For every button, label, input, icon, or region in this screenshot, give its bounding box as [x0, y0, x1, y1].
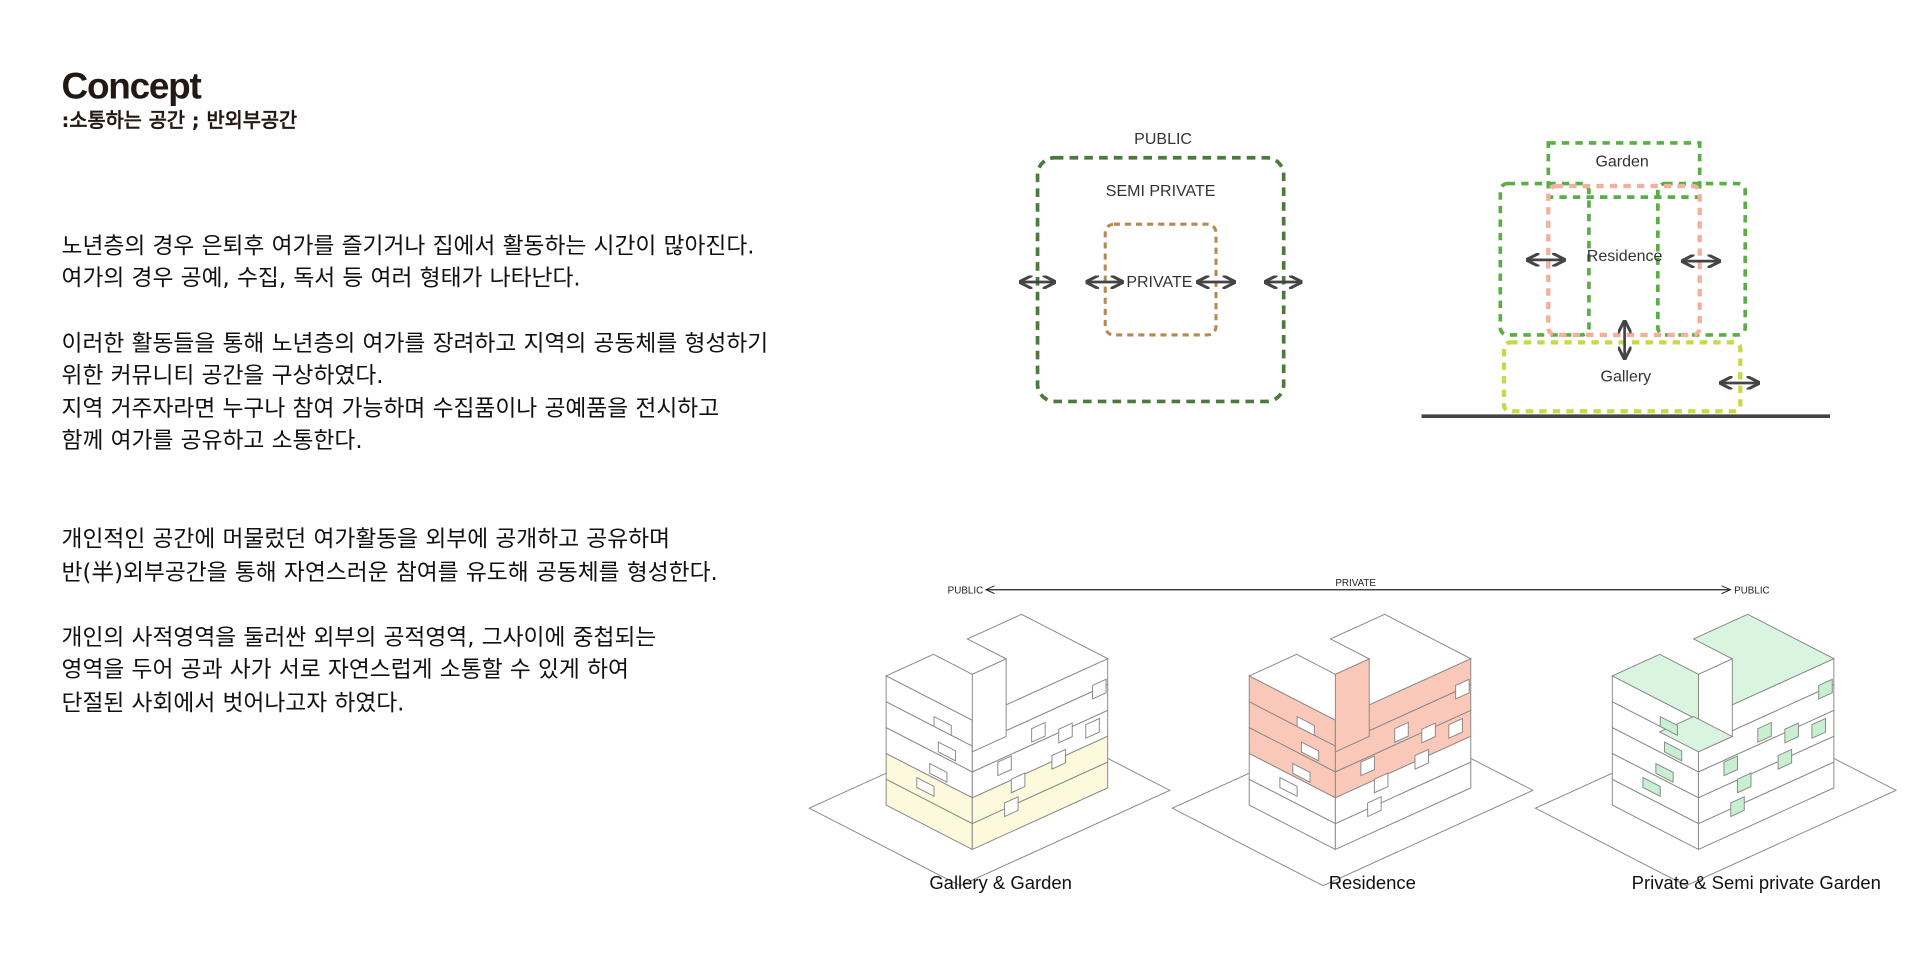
courtyard-wall	[1334, 658, 1370, 753]
window-box	[1010, 772, 1026, 794]
concept-text: 노년층의 경우 은퇴후 여가를 즐기거나 집에서 활동하는 시간이 많아진다. …	[62, 234, 769, 717]
zone-diagram: PUBLIC SEMI PRIVATE PRIVATE	[1022, 131, 1300, 404]
window-box	[1367, 796, 1382, 818]
window-box	[1784, 722, 1799, 744]
text-line: 개인적인 공간에 머물렀던 여가활동을 외부에 공개하고 공유하며	[62, 527, 670, 553]
building-caption: Gallery & Garden	[929, 872, 1072, 893]
window-box	[1031, 721, 1046, 743]
window-box	[1394, 721, 1409, 743]
gallery-label: Gallery	[1601, 369, 1652, 386]
garden-zone	[1546, 141, 1702, 199]
window-box	[1723, 755, 1738, 777]
window-box	[1664, 741, 1683, 762]
text-line: 노년층의 경우 은퇴후 여가를 즐기거나 집에서 활동하는 시간이 많아진다.	[62, 234, 755, 260]
private-label: PRIVATE	[1126, 274, 1192, 291]
axis-left-label: PUBLIC	[948, 585, 984, 596]
right-garden-zone	[1656, 181, 1748, 337]
window-box	[1292, 762, 1311, 784]
window-box	[1373, 772, 1389, 794]
text-line: 영역을 두어 공과 사가 서로 자연스럽게 소통할 수 있게 하여	[62, 657, 629, 683]
public-private-axis: PUBLIC PRIVATE PUBLIC	[948, 578, 1770, 596]
window-box	[1659, 715, 1678, 737]
window-box	[933, 715, 952, 737]
section-diagram: Garden Residence Gallery	[1421, 141, 1831, 419]
page-subtitle: :소통하는 공간 ; 반외부공간	[62, 109, 298, 132]
text-line: 반(半)외부공간을 통해 자연스러운 참여를 유도해 공동체를 형성한다.	[62, 560, 718, 586]
window-box	[929, 762, 948, 784]
window-box	[1085, 717, 1100, 739]
building-caption: Residence	[1329, 872, 1416, 893]
residence-zone	[1546, 183, 1702, 338]
window-box	[1818, 678, 1833, 700]
window-box	[1811, 717, 1826, 739]
window-box	[1279, 776, 1298, 798]
axis-right-label: PUBLIC	[1734, 585, 1770, 596]
axis-center-label: PRIVATE	[1335, 578, 1376, 589]
window-box	[1414, 748, 1430, 770]
window-box	[1730, 796, 1745, 818]
courtyard-wall	[971, 658, 1007, 753]
window-box	[1360, 755, 1375, 777]
window-box	[1736, 772, 1752, 794]
window-box	[997, 755, 1012, 777]
window-box	[1777, 748, 1793, 770]
building-caption: Private & Semi private Garden	[1632, 872, 1881, 893]
left-garden-zone	[1498, 181, 1591, 337]
window-box	[1655, 762, 1674, 784]
text-line: 함께 여가를 공유하고 소통한다.	[62, 428, 363, 454]
window-box	[1455, 678, 1470, 700]
text-line: 이러한 활동들을 통해 노년층의 여가를 장려하고 지역의 공동체를 형성하기	[62, 331, 769, 357]
garden-label: Garden	[1595, 153, 1648, 170]
text-line: 단절된 사회에서 벗어나고자 하였다.	[62, 690, 405, 716]
window-box	[1058, 722, 1073, 744]
page-title: Concept	[62, 66, 202, 107]
window-box	[1757, 721, 1772, 743]
window-box	[937, 741, 957, 762]
window-box	[1642, 776, 1661, 798]
window-box	[1300, 741, 1320, 762]
window-box	[1296, 715, 1315, 737]
window-box	[1092, 678, 1107, 700]
window-box	[1448, 717, 1463, 739]
residence-label: Residence	[1587, 248, 1663, 265]
text-line: 위한 커뮤니티 공간을 구상하였다.	[62, 363, 384, 389]
building-diagrams	[808, 613, 1898, 887]
text-line: 개인의 사적영역을 둘러싼 외부의 공적영역, 그사이에 중첩되는	[62, 625, 657, 651]
window-box	[1004, 796, 1019, 818]
text-line: 지역 거주자라면 누구나 참여 가능하며 수집품이나 공예품을 전시하고	[62, 396, 720, 422]
semi-private-label: SEMI PRIVATE	[1106, 183, 1216, 200]
text-line: 여가의 경우 공예, 수집, 독서 등 여러 형태가 나타난다.	[62, 266, 581, 292]
window-box	[1051, 748, 1066, 770]
window-box	[1421, 722, 1436, 744]
public-label: PUBLIC	[1134, 131, 1192, 148]
window-box	[916, 776, 935, 798]
